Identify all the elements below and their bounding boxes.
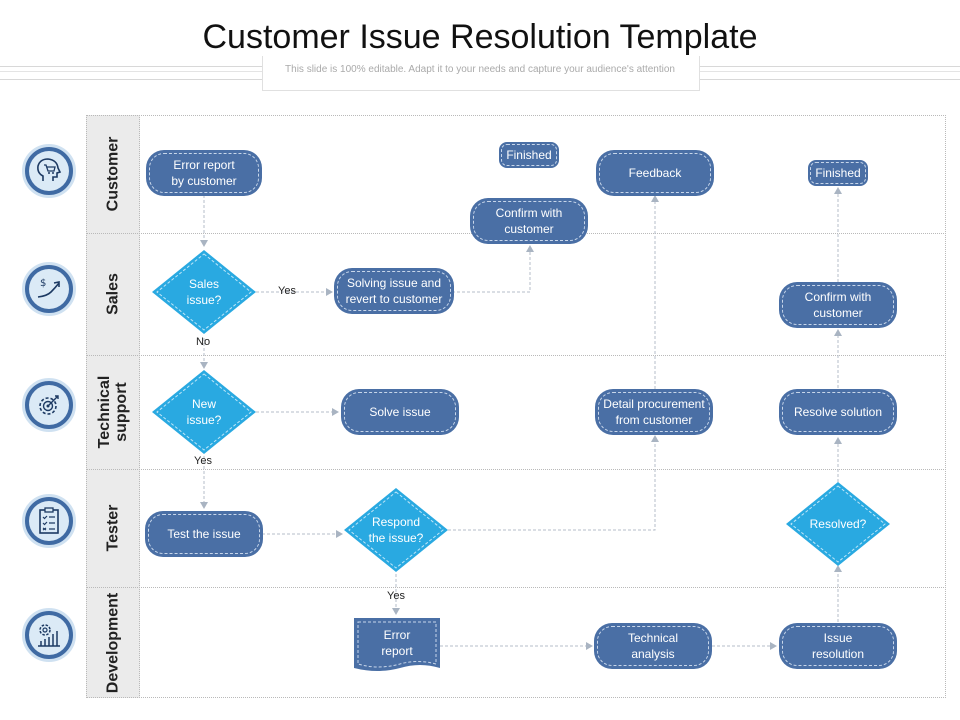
node-text: Detail procurement [603,397,705,411]
node-respond-issue-label[interactable]: Respond the issue? [356,510,436,550]
node-finished-1[interactable]: Finished [499,142,559,168]
node-text: the issue? [368,531,424,545]
node-text: customer [813,306,863,320]
node-solve-issue[interactable]: Solve issue [341,389,459,435]
edge-label-new-yes: Yes [194,455,212,467]
gear-chart-icon [22,608,76,662]
node-error-report-by-customer[interactable]: Error report by customer [146,150,262,196]
node-text: Finished [815,166,861,180]
node-text: Technical [627,631,679,645]
node-text: report [381,644,413,658]
edge-label-sales-no: No [196,336,211,348]
node-text: Error report [173,158,235,172]
node-solving-issue[interactable]: Solving issue and revert to customer [334,268,454,314]
checklist-clipboard-icon [22,494,76,548]
page-subtitle: This slide is 100% editable. Adapt it to… [285,64,675,75]
node-sales-issue-label[interactable]: Sales issue? [164,272,244,312]
node-text: Issue [823,631,853,645]
node-text: Confirm with [804,290,872,304]
lane-label-column [86,115,140,698]
decision-sales-issue [152,250,256,334]
node-text: from customer [615,413,693,427]
node-text: Feedback [628,166,682,180]
customer-cart-head-icon [22,144,76,198]
node-text: customer [504,222,554,236]
subtitle-box [262,56,700,91]
node-issue-resolution[interactable]: Issue resolution [779,623,897,669]
node-new-issue-label[interactable]: New issue? [164,392,244,432]
page-title: Customer Issue Resolution Template [202,18,758,56]
decision-respond-issue [344,488,448,572]
node-text: issue? [186,413,222,427]
edge-solving-to-confirm [452,245,534,293]
node-text: Sales [188,277,220,291]
node-feedback[interactable]: Feedback [596,150,714,196]
node-resolve-solution[interactable]: Resolve solution [779,389,897,435]
node-text: Resolve solution [793,405,883,419]
lane-separator [86,469,946,470]
lane-separator [86,355,946,356]
node-text: Solving issue and [346,276,442,290]
node-detail-procurement[interactable]: Detail procurement from customer [595,389,713,435]
node-text: Confirm with [495,206,563,220]
node-text: Test the issue [167,527,241,541]
node-text: revert to customer [345,292,443,306]
edge-label-sales-yes: Yes [278,285,296,297]
node-error-report-label[interactable]: Error report [354,622,440,664]
edge-label-respond-yes: Yes [387,590,405,602]
node-text: issue? [186,293,222,307]
node-text: analysis [631,647,675,661]
node-text: Finished [506,148,552,162]
node-text: Resolved? [809,517,867,531]
node-confirm-with-customer-1[interactable]: Confirm with customer [470,198,588,244]
node-resolved-label[interactable]: Resolved? [798,504,878,544]
node-text: resolution [811,647,865,661]
dollar-growth-icon: $ [22,262,76,316]
document-error-report [354,618,440,671]
node-text: Solve issue [369,405,431,419]
gear-target-icon [22,378,76,432]
node-text: by customer [171,174,237,188]
edge-respond-to-detail [448,435,659,531]
decision-new-issue [152,370,256,454]
node-confirm-with-customer-2[interactable]: Confirm with customer [779,282,897,328]
lane-separator [86,587,946,588]
node-test-the-issue[interactable]: Test the issue [145,511,263,557]
node-text: Respond [371,515,421,529]
decision-resolved [786,482,890,566]
node-technical-analysis[interactable]: Technical analysis [594,623,712,669]
node-text: Error [383,628,411,642]
svg-text:$: $ [40,278,46,289]
node-finished-2[interactable]: Finished [808,160,868,186]
node-text: New [191,397,216,411]
